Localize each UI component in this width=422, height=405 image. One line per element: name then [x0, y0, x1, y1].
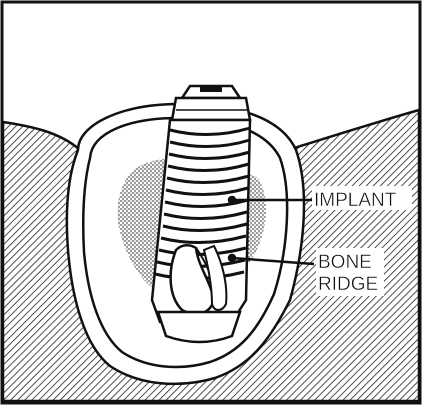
implant-label: IMPLANT [314, 190, 397, 211]
implant-collar [172, 98, 250, 120]
bone-ridge-label-line1: BONE [318, 252, 372, 273]
bone-leader-dot [229, 255, 235, 261]
implant-apex [158, 312, 240, 342]
implant-cap-slot [200, 86, 222, 92]
implant-leader-dot [229, 197, 235, 203]
bone-ridge-label-line2: RIDGE [318, 274, 378, 295]
